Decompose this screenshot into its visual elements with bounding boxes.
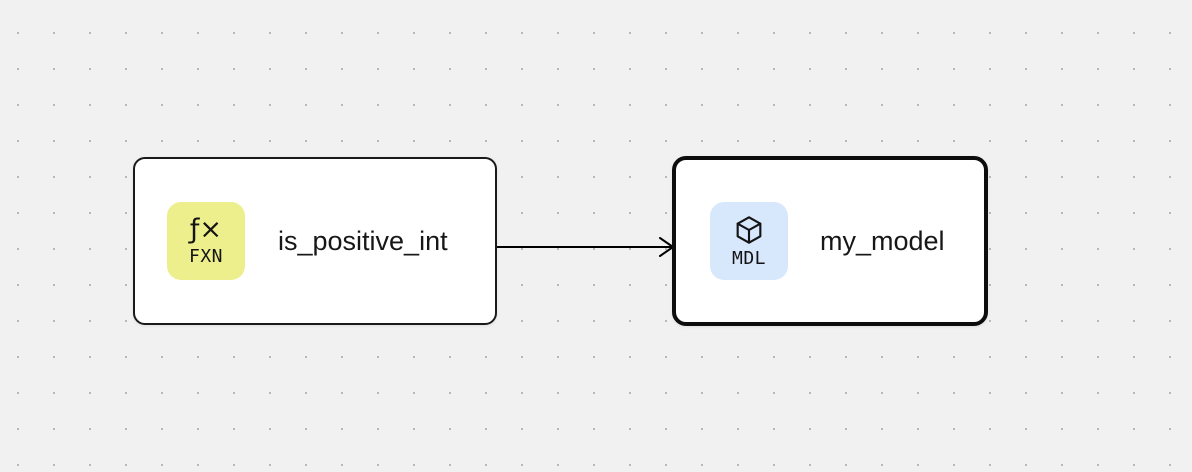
node-is-positive-int[interactable]: ƒ× FXN is_positive_int bbox=[133, 157, 497, 325]
node-my-model[interactable]: MDL my_model bbox=[672, 156, 988, 326]
model-badge-label: MDL bbox=[731, 247, 766, 269]
function-node-title: is_positive_int bbox=[278, 225, 448, 256]
cube-icon bbox=[733, 214, 765, 246]
model-node-title: my_model bbox=[820, 225, 945, 256]
function-badge: ƒ× FXN bbox=[167, 202, 245, 280]
edge-arrow[interactable] bbox=[497, 235, 677, 259]
model-badge: MDL bbox=[710, 202, 788, 280]
fx-icon: ƒ× bbox=[189, 213, 223, 245]
function-badge-label: FXN bbox=[188, 245, 223, 267]
